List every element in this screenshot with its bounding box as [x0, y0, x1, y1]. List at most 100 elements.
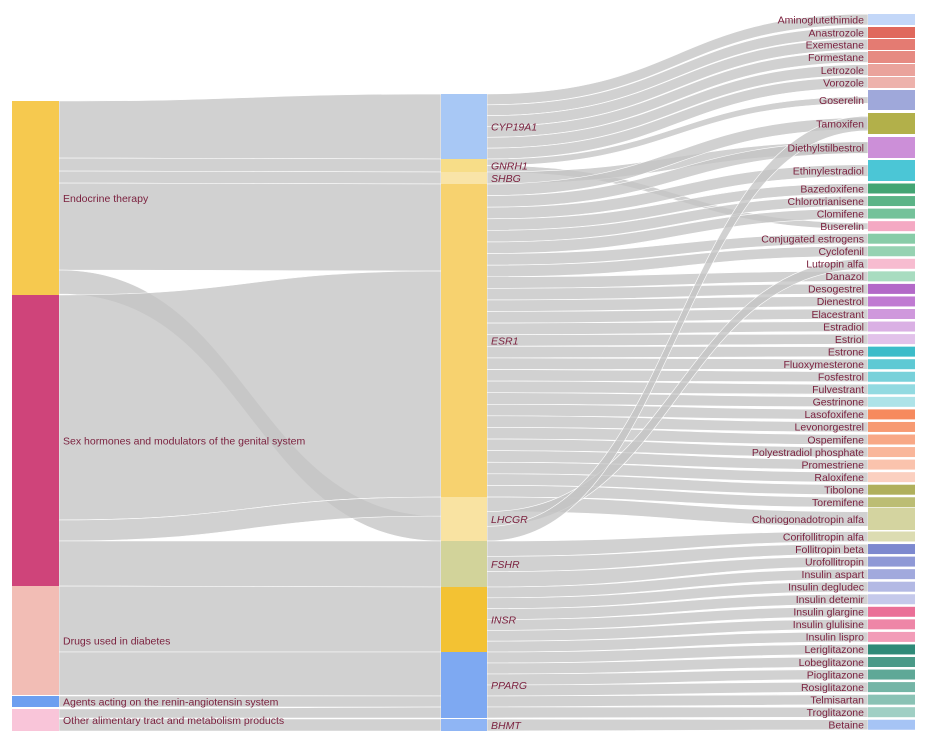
drug-label-rosiglitazone: Rosiglitazone — [801, 682, 864, 694]
category-label-drugs-used-in-diabetes: Drugs used in diabetes — [63, 635, 170, 647]
drug-node-troglitazone — [868, 707, 915, 718]
drug-node-follitropin-beta — [868, 544, 915, 555]
target-label-pparg: PPARG — [491, 680, 527, 692]
drug-node-cyclofenil — [868, 246, 915, 257]
drug-node-tibolone — [868, 484, 915, 495]
drug-node-promestriene — [868, 459, 915, 470]
drug-label-insulin-glulisine: Insulin glulisine — [793, 619, 864, 631]
drug-node-insulin-aspart — [868, 569, 915, 580]
drug-node-fluoxymesterone — [868, 359, 915, 370]
drug-node-desogestrel — [868, 283, 915, 294]
drug-node-elacestrant — [868, 309, 915, 319]
target-node-gnrh1 — [441, 159, 487, 172]
drug-label-vorozole: Vorozole — [823, 77, 864, 89]
category-label-endocrine-therapy: Endocrine therapy — [63, 193, 149, 205]
drug-node-diethylstilbestrol — [868, 137, 915, 158]
drug-label-chlorotrianisene: Chlorotrianisene — [788, 196, 865, 208]
drug-label-cyclofenil: Cyclofenil — [818, 246, 864, 258]
drug-node-vorozole — [868, 77, 915, 88]
drug-label-promestriene: Promestriene — [802, 459, 865, 471]
target-label-shbg: SHBG — [491, 173, 521, 185]
drug-node-letrozole — [868, 64, 915, 76]
drug-node-gestrinone — [868, 396, 915, 407]
drug-node-estradiol — [868, 321, 915, 332]
link-endocrine-therapy-cyp19a1 — [58, 93, 442, 160]
drug-node-chlorotrianisene — [868, 196, 915, 207]
drug-node-goserelin — [868, 90, 915, 110]
drug-node-insulin-lispro — [868, 631, 915, 642]
drug-label-polyestradiol-phosphate: Polyestradiol phosphate — [752, 447, 864, 459]
drug-label-anastrozole: Anastrozole — [809, 27, 865, 39]
drug-label-urofollitropin: Urofollitropin — [805, 556, 864, 568]
drug-label-estriol: Estriol — [835, 334, 864, 346]
category-node-endocrine-therapy — [12, 101, 59, 295]
drug-label-telmisartan: Telmisartan — [810, 694, 864, 706]
drug-node-fulvestrant — [868, 384, 915, 395]
drug-label-corifollitropin-alfa: Corifollitropin alfa — [783, 531, 864, 543]
drug-label-insulin-detemir: Insulin detemir — [796, 594, 865, 606]
drug-node-exemestane — [868, 39, 915, 50]
drug-label-goserelin: Goserelin — [819, 95, 864, 107]
drug-label-toremifene: Toremifene — [812, 497, 864, 509]
drug-node-insulin-degludec — [868, 581, 915, 592]
category-node-drugs-used-in-diabetes — [12, 586, 59, 695]
drug-node-choriogonadotropin-alfa — [868, 508, 915, 530]
category-label-other-alimentary-tract-and-metabolism-products: Other alimentary tract and metabolism pr… — [63, 715, 284, 727]
drug-node-leriglitazone — [868, 644, 915, 655]
drug-node-insulin-glulisine — [868, 619, 915, 630]
drug-label-exemestane: Exemestane — [806, 39, 865, 51]
link-endocrine-therapy-gnrh1 — [58, 157, 442, 173]
drug-node-aminoglutethimide — [868, 14, 915, 25]
drug-node-telmisartan — [868, 694, 915, 705]
drug-node-bazedoxifene — [868, 183, 915, 194]
drug-label-clomifene: Clomifene — [817, 208, 864, 220]
target-node-shbg — [441, 172, 487, 184]
drug-label-lasofoxifene: Lasofoxifene — [804, 409, 864, 421]
drug-label-aminoglutethimide: Aminoglutethimide — [778, 14, 865, 26]
drug-label-dienestrol: Dienestrol — [817, 296, 864, 308]
drug-node-tamoxifen — [868, 113, 915, 134]
target-node-bhmt — [441, 719, 487, 731]
target-node-esr1 — [441, 184, 487, 497]
drug-node-betaine — [868, 719, 915, 730]
drug-node-raloxifene — [868, 472, 915, 483]
link-esr1-fosfestrol — [486, 369, 869, 383]
drug-node-clomifene — [868, 208, 915, 219]
drug-node-levonorgestrel — [868, 421, 915, 432]
drug-node-estriol — [868, 334, 915, 345]
target-node-fshr — [441, 541, 487, 587]
nodes — [12, 14, 915, 731]
drug-label-tibolone: Tibolone — [824, 484, 864, 496]
drug-label-insulin-aspart: Insulin aspart — [802, 569, 865, 581]
flow-links — [58, 13, 869, 732]
target-node-insr — [441, 587, 487, 652]
drug-label-letrozole: Letrozole — [821, 65, 864, 77]
drug-label-troglitazone: Troglitazone — [807, 707, 865, 719]
target-label-insr: INSR — [491, 614, 517, 626]
drug-label-desogestrel: Desogestrel — [808, 284, 864, 296]
drug-node-pioglitazone — [868, 669, 915, 680]
category-label-sex-hormones-and-modulators-of-the-genital-system: Sex hormones and modulators of the genit… — [63, 435, 305, 447]
link-sex-hormones-and-modulators-of-the-genital-system-esr1 — [58, 270, 442, 521]
drug-label-estradiol: Estradiol — [823, 321, 864, 333]
drug-node-formestane — [868, 51, 915, 63]
link-drugs-used-in-diabetes-pparg — [58, 651, 442, 697]
drug-label-estrone: Estrone — [828, 346, 864, 358]
drug-node-polyestradiol-phosphate — [868, 447, 915, 458]
drug-node-ospemifene — [868, 434, 915, 445]
drug-label-ospemifene: Ospemifene — [807, 434, 864, 446]
drug-label-tamoxifen: Tamoxifen — [816, 118, 864, 130]
drug-label-danazol: Danazol — [825, 271, 864, 283]
drug-label-elacestrant: Elacestrant — [811, 309, 864, 321]
link-sex-hormones-and-modulators-of-the-genital-system-fshr — [58, 540, 442, 588]
drug-label-lutropin-alfa: Lutropin alfa — [806, 259, 864, 271]
drug-label-raloxifene: Raloxifene — [814, 472, 864, 484]
drug-node-conjugated-estrogens — [868, 233, 915, 244]
drug-node-urofollitropin — [868, 556, 915, 567]
drug-node-lobeglitazone — [868, 657, 915, 667]
target-node-lhcgr — [441, 497, 487, 541]
drug-node-dienestrol — [868, 296, 915, 307]
